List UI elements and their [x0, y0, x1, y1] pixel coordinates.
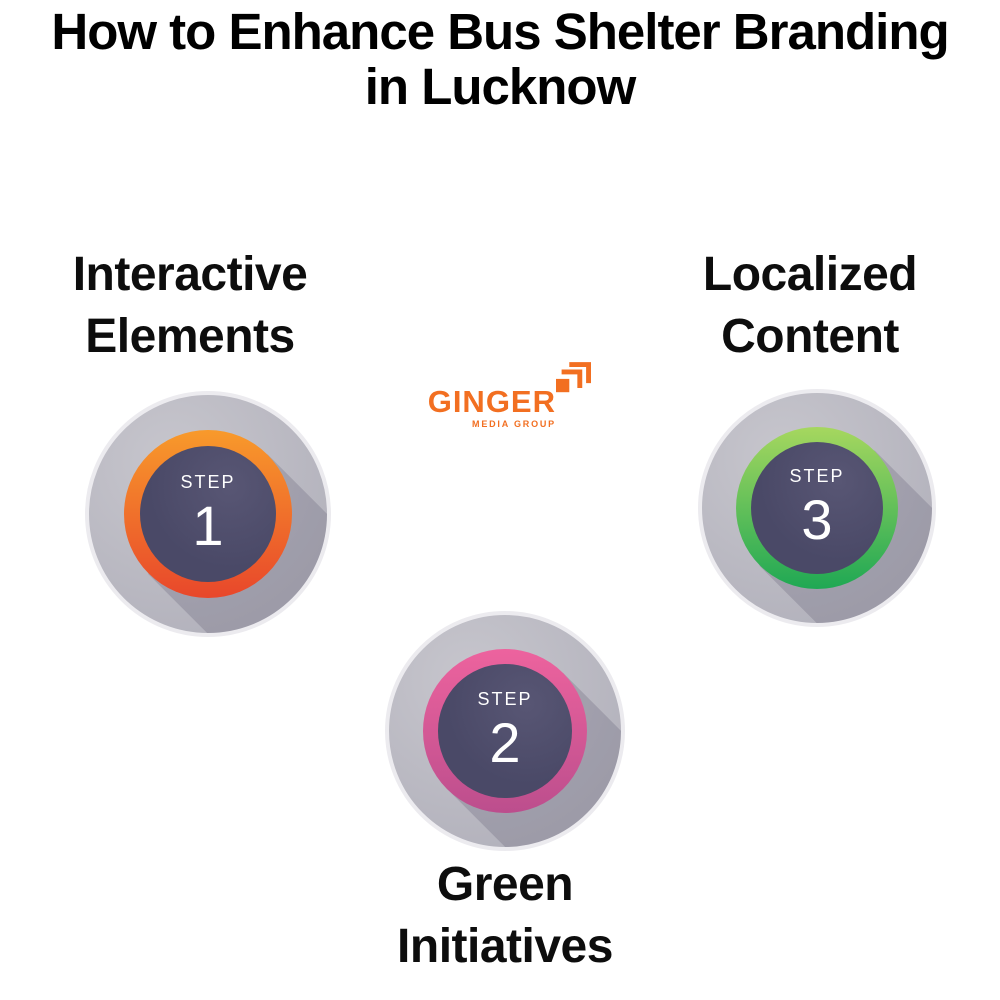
step-3-label-line1: Localized	[702, 248, 918, 301]
step-1-outer-circle: STEP 1	[85, 391, 331, 637]
logo-wordmark: GINGER	[427, 384, 556, 419]
step-2-label-line1: Green	[436, 858, 574, 911]
step-3-word: STEP	[789, 466, 845, 487]
step-1-ring: STEP 1	[124, 430, 292, 598]
page-title-line1: How to Enhance Bus Shelter Branding	[51, 3, 949, 60]
step-3-label-line2: Content	[721, 310, 899, 363]
step-2-ring: STEP 2	[423, 649, 587, 813]
step-3-number: 3	[801, 488, 833, 552]
step-1-core: STEP 1	[139, 445, 277, 583]
step-1-badge: STEP 1	[85, 391, 331, 637]
step-3-outer-circle: STEP 3	[698, 389, 936, 627]
ginger-media-group-logo: GINGER MEDIA GROUP	[408, 362, 591, 430]
step-2-word: STEP	[477, 689, 533, 710]
step-2-outer-circle: STEP 2	[385, 611, 625, 851]
step-3-badge: STEP 3	[698, 389, 936, 627]
step-2-core: STEP 2	[438, 664, 572, 798]
layered-squares-icon	[556, 362, 591, 393]
step-1-number: 1	[192, 494, 224, 558]
logo-tagline: MEDIA GROUP	[472, 419, 556, 429]
step-2-badge: STEP 2	[385, 611, 625, 851]
step-3-core: STEP 3	[750, 441, 884, 575]
step-2-label-line2: Initiatives	[397, 920, 613, 973]
step-1-label-line2: Elements	[85, 310, 295, 363]
step-1-label-line1: Interactive	[72, 248, 308, 301]
step-1-word: STEP	[180, 472, 236, 493]
step-3-ring: STEP 3	[735, 426, 899, 590]
step-2-number: 2	[489, 711, 521, 775]
page-title-line2: in Lucknow	[364, 58, 636, 115]
